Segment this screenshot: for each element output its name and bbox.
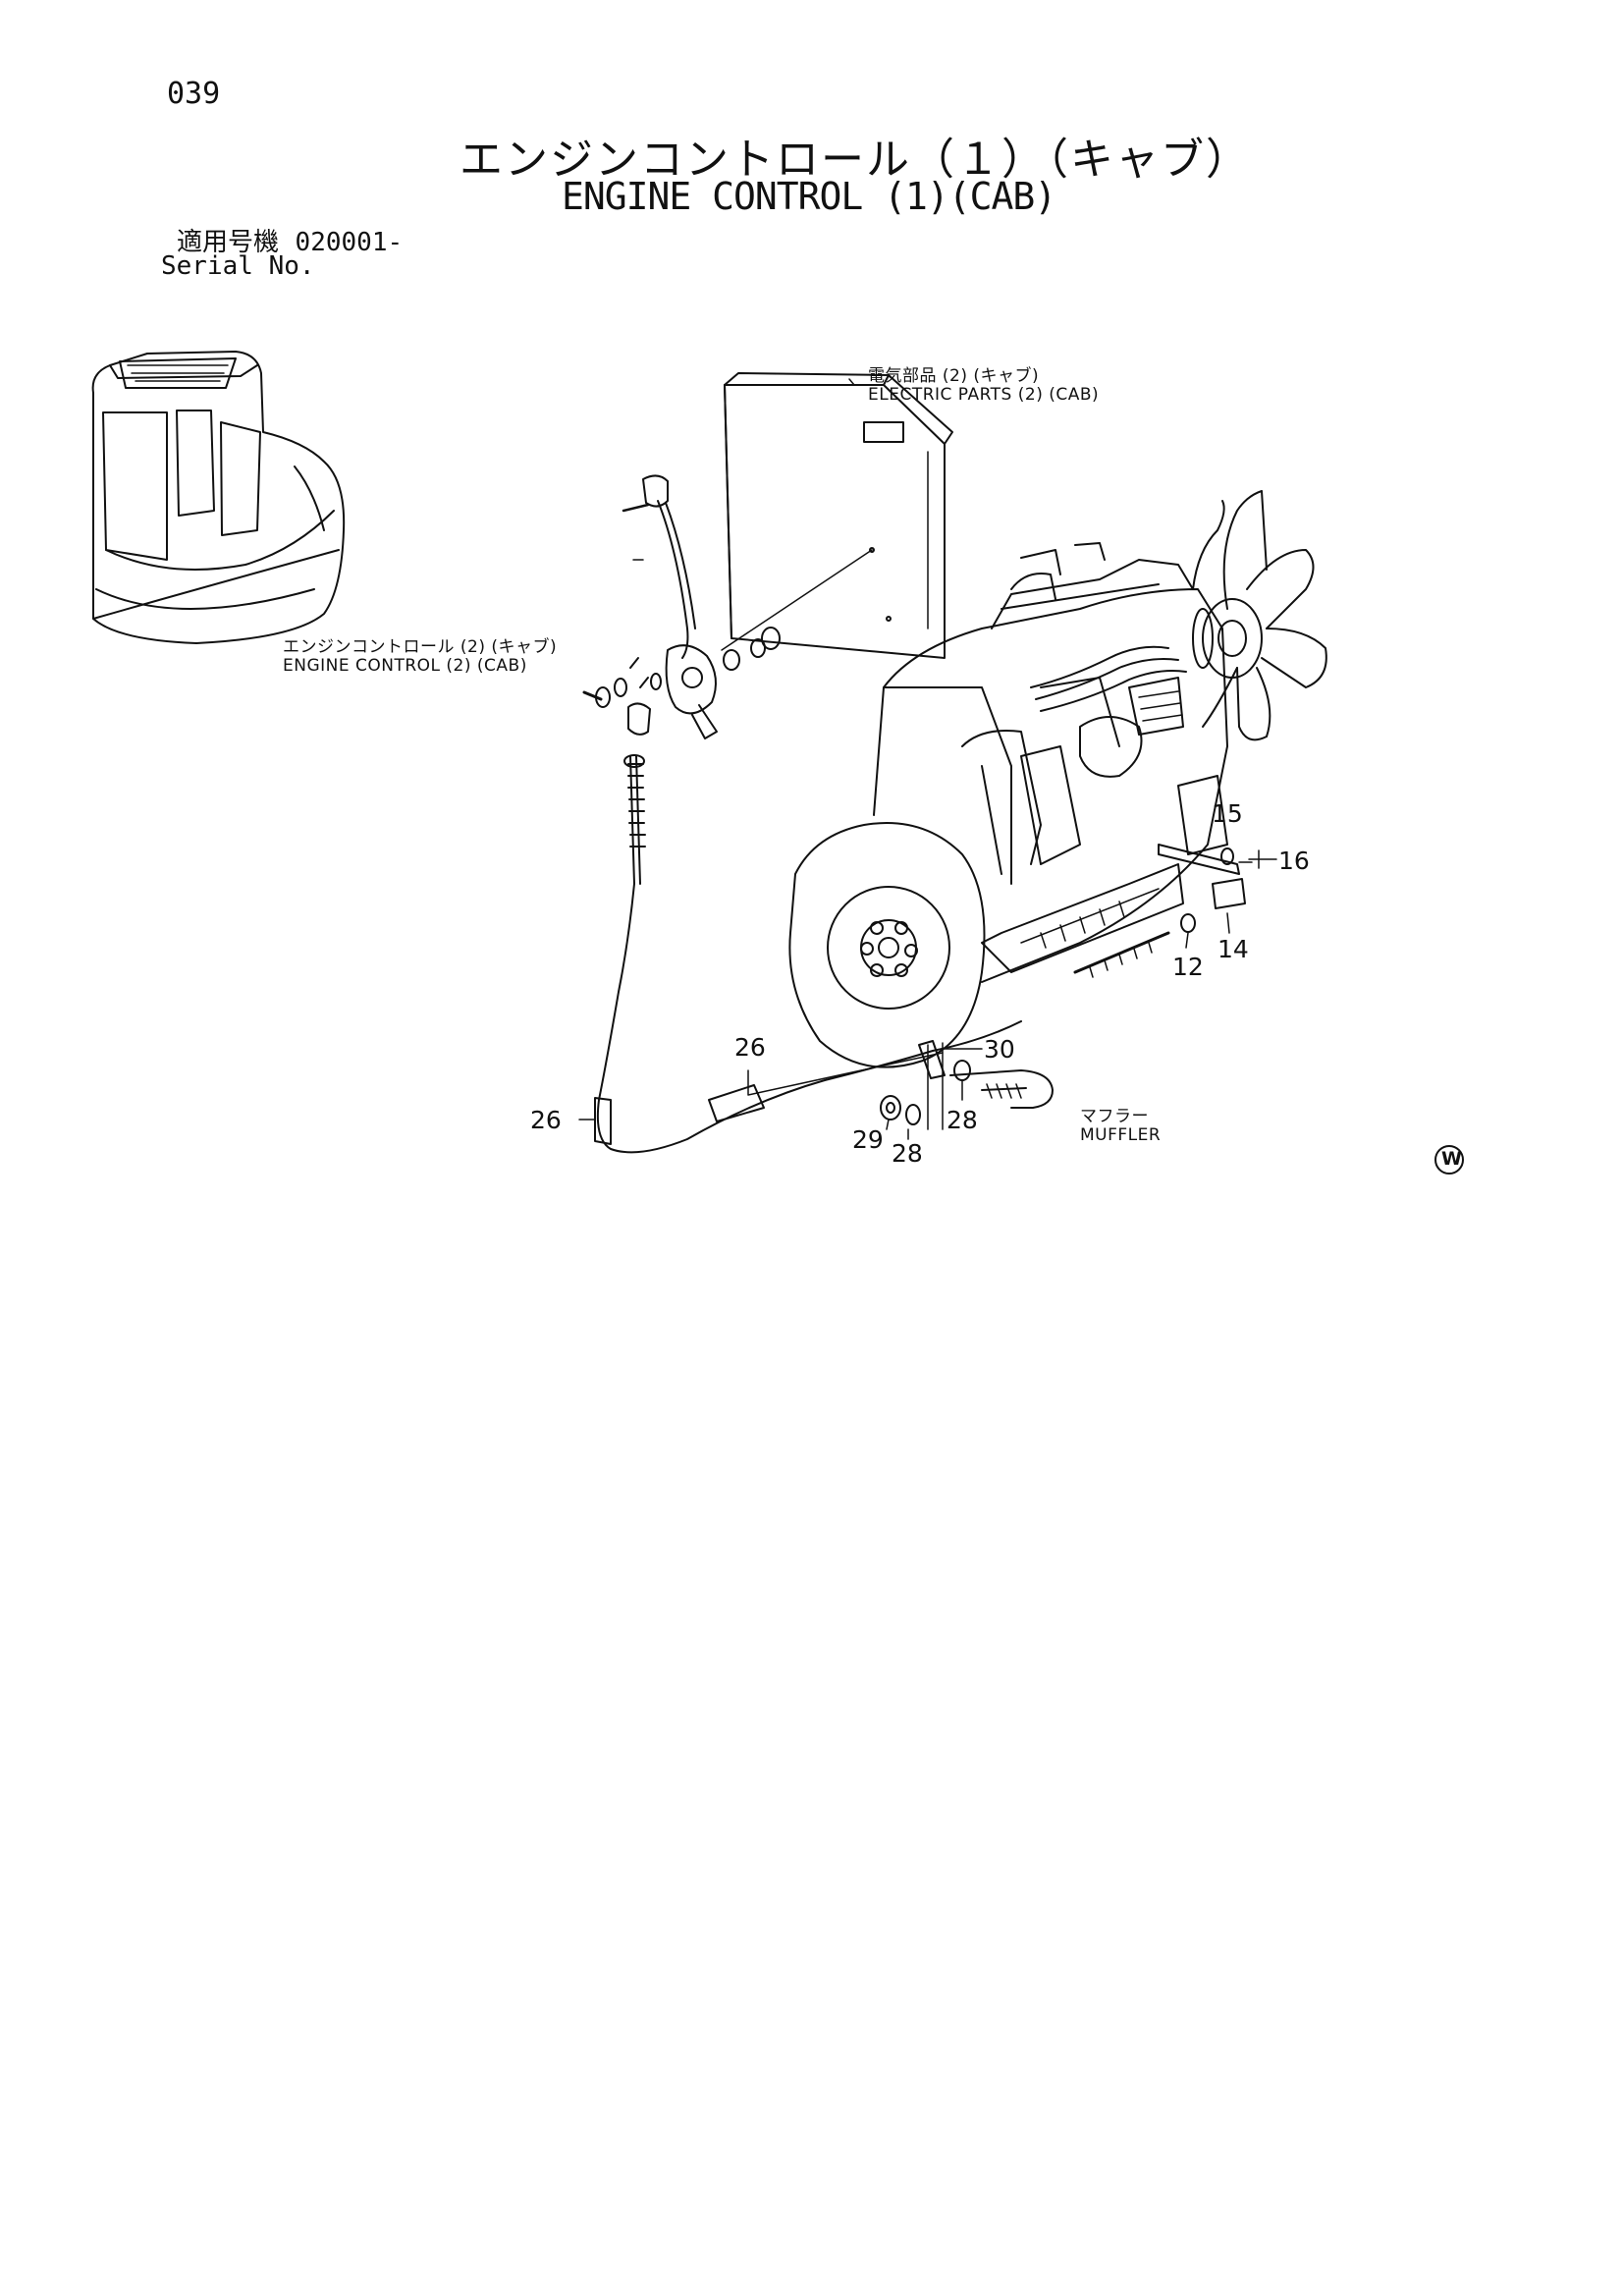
callout-14: 14: [1217, 935, 1249, 963]
w-mark-circle: [1434, 1145, 1464, 1175]
callout-30: 30: [984, 1035, 1015, 1064]
muffler-label-english: MUFFLER: [1080, 1125, 1162, 1145]
electric-parts-label-japanese: 電気部品 (2) (キャブ): [868, 366, 1040, 386]
engine-control-2-label-japanese: エンジンコントロール (2) (キャブ): [283, 637, 558, 657]
callout-16: 16: [1278, 847, 1310, 875]
callout-28-bottom: 28: [892, 1139, 923, 1168]
callout-28-right: 28: [947, 1106, 978, 1134]
callout-15: 15: [1212, 799, 1243, 828]
callout-leaders: [578, 378, 1277, 1140]
engine-control-2-label-english: ENGINE CONTROL (2) (CAB): [283, 656, 527, 676]
electric-parts-box: [721, 372, 953, 659]
electric-parts-label-english: ELECTRIC PARTS (2) (CAB): [868, 385, 1100, 405]
callout-29: 29: [852, 1125, 884, 1154]
callout-26-upper: 26: [734, 1033, 766, 1062]
serial-label-english: Serial No.: [161, 251, 315, 281]
serial-value: 020001-: [295, 228, 404, 257]
w-mark: W: [1441, 1148, 1462, 1170]
page-title-english: ENGINE CONTROL (1)(CAB): [562, 175, 1056, 218]
throttle-cable: [594, 754, 1022, 1154]
engine-block: [788, 490, 1327, 1068]
serial-label-japanese: 適用号機: [177, 228, 280, 257]
throttle-lever-assembly: [582, 474, 781, 739]
callout-26-left: 26: [530, 1106, 562, 1134]
serial-line: 適用号機 020001-: [177, 222, 403, 258]
muffler-pipe: [949, 1069, 1054, 1109]
excavator-cab-illustration: [91, 351, 346, 644]
muffler-label-japanese: マフラー: [1080, 1107, 1149, 1126]
page-number: 039: [167, 77, 221, 111]
callout-12: 12: [1172, 953, 1204, 981]
page-title-japanese: エンジンコントロール（１）（キャブ）: [460, 135, 1251, 185]
